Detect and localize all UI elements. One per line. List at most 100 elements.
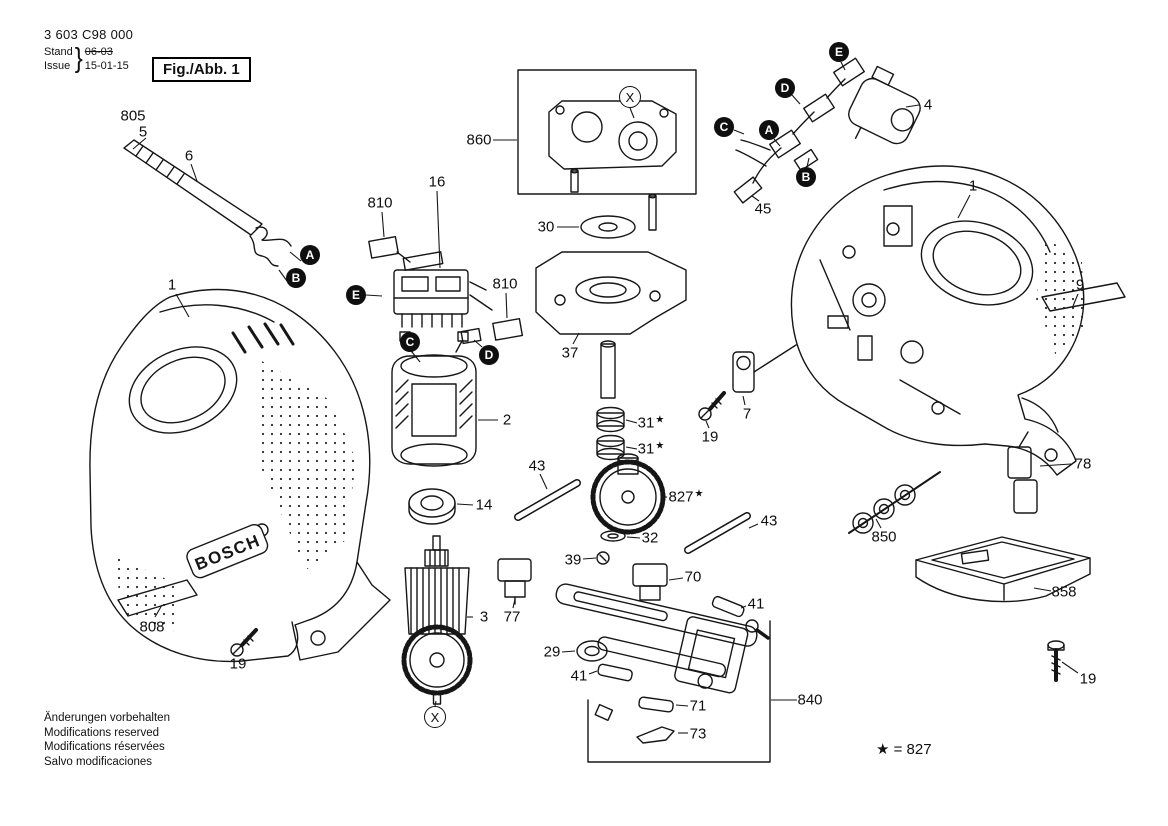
callout-2: 2 bbox=[502, 411, 512, 429]
issue-label: Issue bbox=[44, 60, 71, 72]
blade-holder-7 bbox=[732, 344, 797, 393]
callout-43-left: 43 bbox=[528, 457, 546, 475]
leader-line bbox=[791, 94, 801, 105]
leader-line bbox=[1033, 587, 1052, 592]
insert-78 bbox=[1007, 431, 1038, 514]
revision-block: Stand Issue } 06-03 15-01-15 bbox=[44, 42, 133, 74]
left-housing: BOSCH bbox=[89, 288, 391, 663]
screw-19-middle bbox=[698, 391, 726, 421]
letter-badge-A-cord: A bbox=[300, 245, 320, 265]
callout-14: 14 bbox=[475, 496, 493, 514]
letter-badge-B-cord: B bbox=[286, 268, 306, 288]
letter-badge-B-wiring: B bbox=[796, 167, 816, 187]
callout-810-upper: 810 bbox=[367, 194, 393, 212]
leader-line bbox=[582, 557, 597, 560]
leader-line bbox=[539, 473, 548, 490]
x-badge-X-bottom: X bbox=[424, 706, 446, 728]
star-legend: ★ = 827 bbox=[876, 741, 932, 758]
washer-30 bbox=[580, 215, 636, 239]
bearing-31-upper bbox=[596, 406, 625, 433]
leader-line bbox=[957, 194, 971, 219]
callout-37: 37 bbox=[561, 344, 579, 362]
callout-6: 6 bbox=[184, 147, 194, 165]
letter-badge-E-switch: E bbox=[346, 285, 366, 305]
leader-line bbox=[675, 704, 689, 707]
leader-line bbox=[626, 536, 641, 539]
part-number: 3 603 C98 000 bbox=[44, 27, 134, 42]
leader-line bbox=[505, 292, 508, 319]
leader-line bbox=[473, 339, 483, 348]
leader-line bbox=[278, 269, 288, 282]
callout-30: 30 bbox=[537, 218, 555, 236]
leader-line bbox=[381, 211, 385, 238]
modification-notes: Änderungen vorbehalten Modifications res… bbox=[44, 711, 170, 769]
callout-840: 840 bbox=[797, 691, 823, 709]
callout-827: 827★ bbox=[668, 488, 704, 506]
leader-line bbox=[411, 351, 421, 363]
callout-860: 860 bbox=[466, 131, 492, 149]
leader-line bbox=[289, 251, 302, 262]
label-plate-808 bbox=[117, 579, 198, 617]
leader-line bbox=[175, 293, 190, 318]
wiring-harness-45 bbox=[733, 57, 865, 204]
lever-assembly-840 bbox=[555, 583, 771, 763]
callout-858: 858 bbox=[1051, 583, 1077, 601]
callout-4: 4 bbox=[923, 96, 933, 114]
leader-line bbox=[436, 190, 441, 269]
letter-badge-A-wiring: A bbox=[759, 120, 779, 140]
callout-31-upper: 31★ bbox=[637, 414, 665, 432]
leader-line bbox=[840, 61, 846, 71]
label-plate-9 bbox=[1041, 282, 1126, 312]
bearing-plate-37 bbox=[535, 251, 687, 335]
callout-1-left: 1 bbox=[167, 276, 177, 294]
leader-line bbox=[748, 523, 759, 529]
callout-32: 32 bbox=[641, 529, 659, 547]
star-mark: ★ bbox=[694, 488, 704, 500]
stand-label: Stand bbox=[44, 46, 73, 58]
leader-line bbox=[668, 577, 684, 581]
callout-78: 78 bbox=[1074, 455, 1092, 473]
callout-19-bottom: 19 bbox=[1079, 670, 1097, 688]
leader-line bbox=[434, 700, 437, 707]
brace-glyph: } bbox=[74, 42, 83, 74]
base-plate-858 bbox=[915, 536, 1091, 603]
leader-line bbox=[456, 503, 474, 506]
right-housing bbox=[790, 165, 1085, 476]
x-badge-X-top: X bbox=[619, 86, 641, 108]
leader-line bbox=[1061, 661, 1079, 674]
guide-70 bbox=[632, 563, 668, 601]
stand-value: 06-03 bbox=[84, 46, 113, 58]
callout-19-left: 19 bbox=[229, 655, 247, 673]
callout-3: 3 bbox=[479, 608, 489, 626]
leader-line bbox=[751, 195, 760, 202]
washer-32 bbox=[600, 530, 626, 542]
callout-16: 16 bbox=[428, 173, 446, 191]
switch-assembly bbox=[368, 235, 524, 345]
gear-827 bbox=[590, 453, 666, 535]
leader-line bbox=[740, 605, 747, 609]
leader-line bbox=[629, 107, 635, 119]
star-mark: ★ bbox=[655, 440, 665, 452]
callout-77: 77 bbox=[503, 608, 521, 626]
issue-value: 15-01-15 bbox=[84, 60, 129, 72]
callout-29: 29 bbox=[543, 643, 561, 661]
leader-line bbox=[588, 670, 598, 675]
leader-line bbox=[625, 446, 638, 450]
leader-line bbox=[1072, 293, 1079, 307]
leader-line bbox=[154, 604, 163, 618]
leader-line bbox=[905, 104, 920, 108]
callout-9: 9 bbox=[1075, 276, 1085, 294]
callout-19-middle: 19 bbox=[701, 428, 719, 446]
leader-line bbox=[806, 157, 810, 168]
callout-7: 7 bbox=[742, 405, 752, 423]
leader-line bbox=[132, 137, 147, 150]
armature-3 bbox=[401, 535, 473, 705]
figure-label: Fig./Abb. 1 bbox=[152, 57, 251, 82]
callout-45: 45 bbox=[754, 200, 772, 218]
callout-850: 850 bbox=[871, 528, 897, 546]
rod-43-left bbox=[514, 479, 581, 521]
leader-line bbox=[773, 138, 781, 147]
